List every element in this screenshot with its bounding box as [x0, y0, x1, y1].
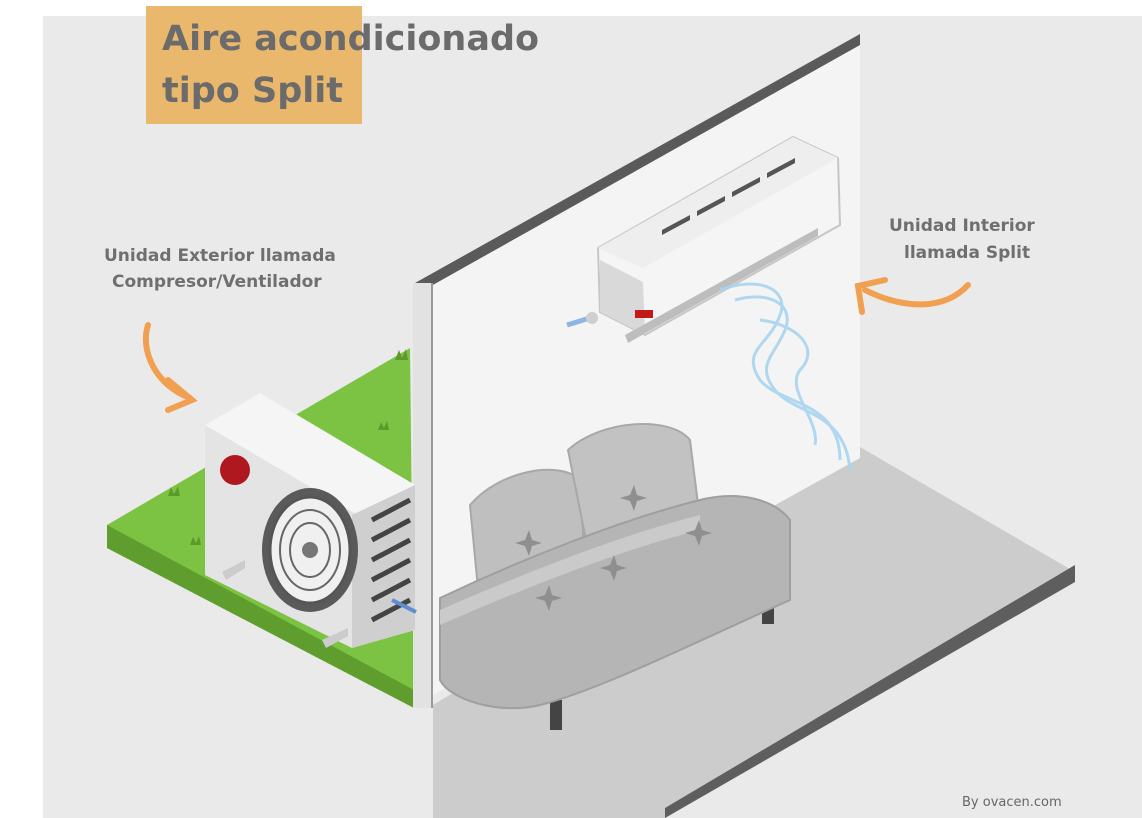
- wall-side-edge: [413, 283, 432, 708]
- grass-tufts: [168, 349, 408, 545]
- floor-edge: [665, 565, 1075, 818]
- grass-edge: [107, 525, 414, 708]
- interior-label-line-2: llamada Split: [904, 243, 1031, 263]
- outdoor-unit-logo: [220, 455, 250, 485]
- title-line-1: Aire acondicionado: [162, 19, 540, 59]
- refrigerant-pipe: [391, 598, 417, 614]
- title-line-2: tipo Split: [162, 71, 343, 111]
- wall-top-edge: [415, 34, 860, 295]
- arrow-icon-interior: [854, 277, 971, 315]
- title-box: [146, 6, 362, 124]
- sofa-icon: [439, 423, 791, 730]
- indoor-unit-icon: [566, 135, 842, 343]
- room-floor: [433, 447, 1075, 818]
- outdoor-unit-icon: [205, 393, 417, 648]
- interior-label-line-1: Unidad Interior: [889, 216, 1035, 236]
- arrow-icon-exterior: [142, 322, 198, 413]
- airflow-icon: [719, 282, 852, 471]
- credit-text: By ovacen.com: [962, 795, 1062, 810]
- indoor-unit-display: [635, 310, 653, 318]
- exterior-label-line-2: Compresor/Ventilador: [112, 272, 322, 292]
- exterior-label-line-1: Unidad Exterior llamada: [104, 246, 336, 266]
